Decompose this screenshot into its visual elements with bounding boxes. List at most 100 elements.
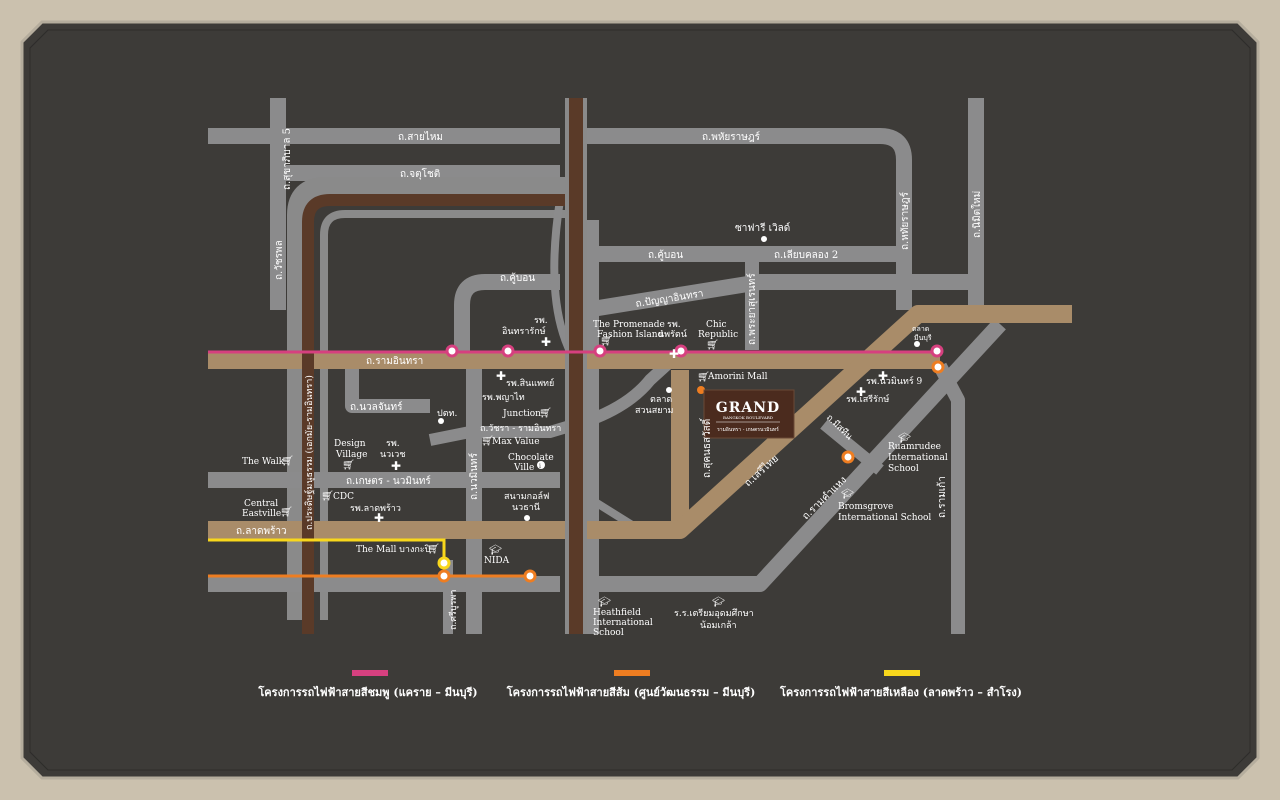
road-khubon-left [454,274,560,352]
label-lieap-khlong2: ถ.เลียบคลอง 2 [774,249,838,261]
project-marker[interactable]: GRAND BANGKOK BOULEVARD รามอินทรา - เกษต… [703,389,795,439]
legend-label-pink: โครงการรถไฟฟ้าสายสีชมพู (แคราย – มีนบุรี… [257,685,477,700]
expressway [302,98,587,634]
dot-minburi [914,341,920,347]
yellow-line-track [208,538,446,563]
label-navavej-h2: นวเวช [380,450,405,460]
label-design-village-2: Village [335,450,367,460]
label-nuanchan: ถ.นวลจันทร์ [350,401,403,413]
shopping-cart-icon: 🛒︎ [280,506,293,518]
label-junction: Junction [502,409,541,419]
label-amorini: Amorini Mall [707,372,768,382]
shopping-cart-icon: 🛒︎ [539,407,552,419]
label-minburi-2: มีนบุรี [914,334,932,342]
label-sukonthasawat: ถ.สุคนธสวัสดิ์ [699,417,713,478]
label-central-1: Central [244,499,278,509]
label-ram-kao: ถ.รามเก้า [936,476,948,518]
orange-station-1 [931,360,945,374]
legend-item-pink: โครงการรถไฟฟ้าสายสีชมพู (แคราย – มีนบุรี… [257,670,478,700]
label-heathfield-1: Heathfield [593,608,641,618]
label-design-village-1: Design [334,439,366,449]
label-sinphaet: รพ.สินแพทย์ [506,377,554,389]
orange-station-3 [523,569,537,583]
label-chic-2: Republic [698,330,738,340]
legend-label-orange: โครงการรถไฟฟ้าสายสีส้ม (ศูนย์วัฒนธรรม – … [506,685,756,700]
shopping-cart-icon: 🛒︎ [697,371,710,383]
road-latphrao-serithai [208,305,1072,539]
pink-station-4 [674,344,688,358]
hospital-icon: ✚ [856,385,866,399]
label-nawamin: ถ.นวมินทร์ [468,452,480,500]
label-suan-siam-1: ตลาด [650,395,672,405]
label-triam-2: น้อมเกล้า [700,620,737,631]
hospital-icon: ✚ [374,511,384,525]
school-icon: 🎓︎ [898,432,911,444]
hospital-icon: ✚ [541,335,551,349]
label-phahon-right: ถ.หทัยราษฎร์ [899,191,911,250]
road-phahon [586,128,912,310]
road-ram-kao [933,362,965,634]
expressway-pradit [302,194,576,634]
road-ramkhamhaeng [586,318,1006,592]
label-the-walk: The Walk [242,457,285,467]
shopping-cart-icon: 🛒︎ [281,455,294,467]
legend-swatch-yellow [884,670,920,676]
label-kaset-nawamin: ถ.เกษตร - นวมินทร์ [346,475,431,487]
school-icon: 🎓︎ [712,596,725,608]
label-ramindra-hosp-1: รพ. [534,316,548,326]
hospital-icon: ✚ [391,459,401,473]
label-ruamrudee-1: Ruamrudee [888,442,941,452]
label-minburi-1: ตลาด [912,325,929,333]
hospital-icon: ✚ [878,369,888,383]
pink-station-5 [930,344,944,358]
dot-golf [524,515,530,521]
project-pin [697,386,705,394]
project-sub2: รามอินทรา - เกษตรนวมินทร์ [717,426,779,433]
dot-suan-siam [666,387,672,393]
label-max-value: Max Value [492,437,540,447]
project-box[interactable] [703,389,795,439]
label-navavej-1: รพ. [667,320,681,330]
hospital-icons: ✚ ✚ ✚ ✚ ✚ ✚ ✚ [374,335,888,525]
label-chatuchot: ถ.จตุโชติ [400,167,440,180]
label-bromsgrove-2: International School [838,513,931,523]
hospital-icon: ✚ [669,347,679,361]
shopping-cart-icon: 🛒︎ [427,543,440,555]
expressway-inner-edge [320,210,566,620]
label-khubon-left: ถ.คู้บอน [500,272,535,284]
label-serirak: รพ.เสรีรักษ์ [846,393,889,405]
label-watcharaphol: ถ.วัชรพล [274,240,285,280]
label-saimai: ถ.สายไหม [398,131,443,143]
school-icon: 🎓︎ [489,544,502,556]
label-chocolate-2: Ville [513,463,534,473]
label-nawamin9: รพ.นวมินทร์ 9 [866,375,923,387]
label-ruamrudee-3: School [888,464,919,474]
label-post: ปตท. [437,409,457,419]
label-navavej-h1: รพ. [386,439,400,449]
label-ramindra: ถ.รามอินทรา [366,356,423,367]
legend-item-orange: โครงการรถไฟฟ้าสายสีส้ม (ศูนย์วัฒนธรรม – … [506,670,756,700]
label-golf-1: สนามกอล์ฟ [504,490,549,502]
school-icon: 🎓︎ [598,596,611,608]
shop-icons: 🛒︎ 🛒︎ 🛒︎ 🛒︎ 🛒︎ 🛒︎ 🛒︎ 🛒︎ 🛒︎ 🛒︎ [280,335,719,555]
pink-station-3 [593,344,607,358]
yellow-station [437,556,451,570]
legend-swatch-orange [614,670,650,676]
label-navavej-2: นพรัตน์ [658,328,687,340]
label-sukhaphiban5: ถ.สุขาภิบาล 5 [282,128,293,190]
label-promenade-1: The Promenade [593,320,665,330]
legend-label-yellow: โครงการรถไฟฟ้าสายสีเหลือง (ลาดพร้าว – สำ… [779,685,1022,699]
label-chic-1: Chic [706,320,727,330]
label-bromsgrove-1: Bromsgrove [838,502,893,512]
label-khubon-top: ถ.คู้บอน [648,249,683,261]
label-watchara-ramindra: ถ.วัชรา - รามอินทรา [480,423,561,434]
label-phraya-suren: ถ.พระยาสุเรนทร์ [746,273,758,345]
label-phyathai: รพ.พญาไท [482,392,525,403]
label-central-2: Eastville [242,509,281,519]
shopping-cart-icon: 🛒︎ [600,335,613,347]
svg-text:i: i [539,463,541,470]
label-promenade-2: Fashion Island [597,330,664,340]
label-heathfield-3: School [593,628,624,638]
label-ruamrudee-2: International [888,453,948,463]
label-si-burapha: ถ.ศรีบูรพา [448,590,459,630]
